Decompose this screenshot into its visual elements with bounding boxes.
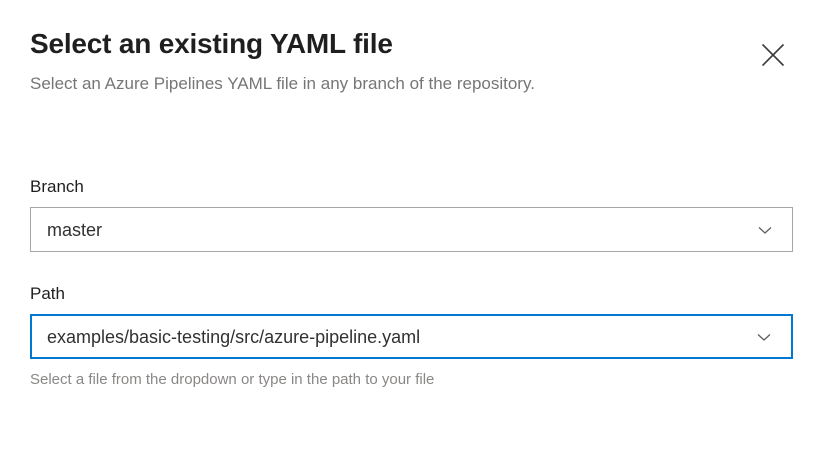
path-hint-text: Select a file from the dropdown or type … [30,371,435,388]
dialog-subtitle: Select an Azure Pipelines YAML file in a… [30,74,535,93]
path-input[interactable] [32,323,791,350]
close-icon [759,41,787,69]
branch-label: Branch [30,177,84,196]
dialog-header: Select an existing YAML file Select an A… [30,26,730,97]
path-field: Path Select a file from the dropdown or … [30,282,793,390]
path-label: Path [30,284,65,303]
branch-field: Branch [30,175,793,252]
branch-dropdown[interactable] [30,207,793,252]
page-title: Select an existing YAML file [30,28,393,59]
branch-input[interactable] [31,216,792,243]
close-button[interactable] [753,35,793,75]
chevron-down-icon[interactable] [751,324,777,350]
chevron-down-icon[interactable] [752,217,778,243]
yaml-file-form: Branch Path Select a file [30,175,793,390]
path-dropdown[interactable] [30,314,793,359]
